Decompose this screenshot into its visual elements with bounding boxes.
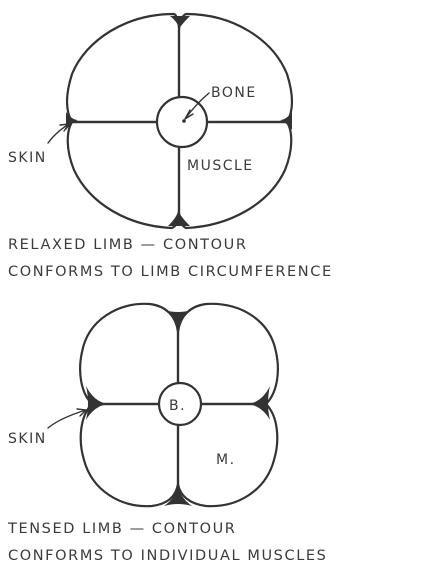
tensed-limb-diagram: B. M. SKIN — [8, 304, 278, 506]
relaxed-caption-line-2: CONFORMS TO LIMB CIRCUMFERENCE — [8, 264, 333, 280]
tensed-bone-label: B. — [169, 398, 186, 414]
relaxed-bone-center-dot — [182, 119, 186, 123]
tensed-caption-line-1: TENSED LIMB — CONTOUR — [7, 521, 236, 537]
tensed-skin-pointer — [48, 410, 86, 428]
relaxed-skin-pointer — [48, 124, 69, 143]
relaxed-skin-label: SKIN — [8, 150, 47, 166]
tensed-muscle-lower-left — [81, 404, 178, 506]
relaxed-caption-line-1: RELAXED LIMB — CONTOUR — [8, 237, 248, 253]
tensed-muscle-upper-left — [80, 304, 178, 404]
tensed-caption-line-2: CONFORMS TO INDIVIDUAL MUSCLES — [8, 548, 327, 564]
tensed-skin-label: SKIN — [8, 431, 47, 447]
relaxed-muscle-label: MUSCLE — [187, 158, 254, 174]
relaxed-bone-circle — [157, 97, 207, 147]
relaxed-bone-label: BONE — [211, 85, 257, 101]
tensed-muscle-label: M. — [216, 452, 236, 468]
relaxed-limb-diagram: BONE MUSCLE SKIN — [8, 14, 292, 228]
